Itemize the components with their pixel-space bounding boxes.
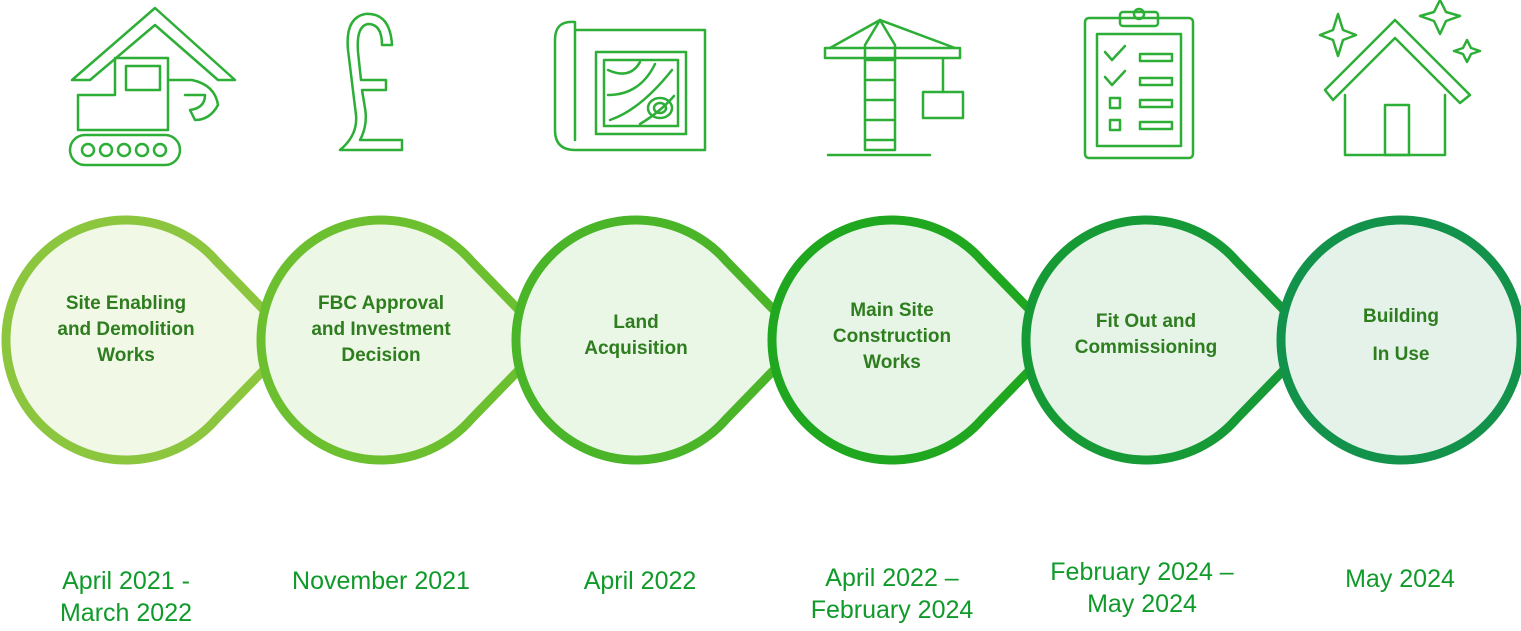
crane-icon <box>823 18 965 157</box>
stage-date-site-enabling: April 2021 - March 2022 <box>11 565 241 629</box>
stage-label-main-site-construction: Main Site Construction Works <box>802 298 982 376</box>
label-line: Decision <box>341 345 421 366</box>
label-line: Land <box>613 312 659 333</box>
label-line: In Use <box>1372 344 1430 365</box>
date-line: February 2024 – <box>1050 558 1234 586</box>
label-line: Fit Out and <box>1095 311 1197 332</box>
label-line: Site Enabling <box>65 293 187 314</box>
label-line: Construction <box>832 326 952 347</box>
label-line: Works <box>863 352 921 373</box>
date-line: May 2024 <box>1087 590 1197 618</box>
date-line: February 2024 <box>810 596 974 624</box>
stage-date-fit-out: February 2024 – May 2024 <box>1027 556 1257 620</box>
stage-label-building-in-use: Building In Use <box>1311 304 1491 368</box>
stage-circle-5 <box>1021 215 1318 465</box>
label-line: Building <box>1363 306 1439 327</box>
pound-sign-icon <box>338 12 404 152</box>
label-line: Acquisition <box>584 338 688 359</box>
sparkling-house-icon <box>1318 0 1482 157</box>
date-line: April 2022 <box>583 567 697 595</box>
date-line: May 2024 <box>1345 565 1455 593</box>
date-line: November 2021 <box>292 567 470 595</box>
label-line: and Demolition <box>57 319 195 340</box>
date-line: April 2022 – <box>825 564 959 592</box>
stage-label-land-acquisition: Land Acquisition <box>546 310 726 362</box>
label-line: and Investment <box>311 319 451 340</box>
stage-date-main-site-construction: April 2022 – February 2024 <box>777 562 1007 626</box>
stage-circle-1 <box>1 215 298 465</box>
stage-date-building-in-use: May 2024 <box>1285 563 1515 595</box>
label-line: Main Site <box>850 300 934 321</box>
label-line: FBC Approval <box>318 293 444 314</box>
stage-date-fbc-approval: November 2021 <box>266 565 496 597</box>
label-line: Works <box>97 345 155 366</box>
stage-label-fbc-approval: FBC Approval and Investment Decision <box>291 291 471 369</box>
stage-label-site-enabling: Site Enabling and Demolition Works <box>36 291 216 369</box>
stage-date-land-acquisition: April 2022 <box>525 565 755 597</box>
stage-circle-2 <box>256 215 553 465</box>
date-line: March 2022 <box>59 599 193 627</box>
date-line: April 2021 - <box>62 567 190 595</box>
blueprint-map-icon <box>553 20 707 152</box>
checklist-clipboard-icon <box>1083 7 1195 160</box>
label-line: Commissioning <box>1074 337 1218 358</box>
excavator-icon <box>68 6 237 167</box>
stage-label-fit-out: Fit Out and Commissioning <box>1056 309 1236 361</box>
stage-circles <box>1 215 1521 465</box>
stage-circle-3 <box>511 215 808 465</box>
stage-circle-4 <box>767 215 1064 465</box>
stage-circle-6 <box>1276 215 1521 465</box>
